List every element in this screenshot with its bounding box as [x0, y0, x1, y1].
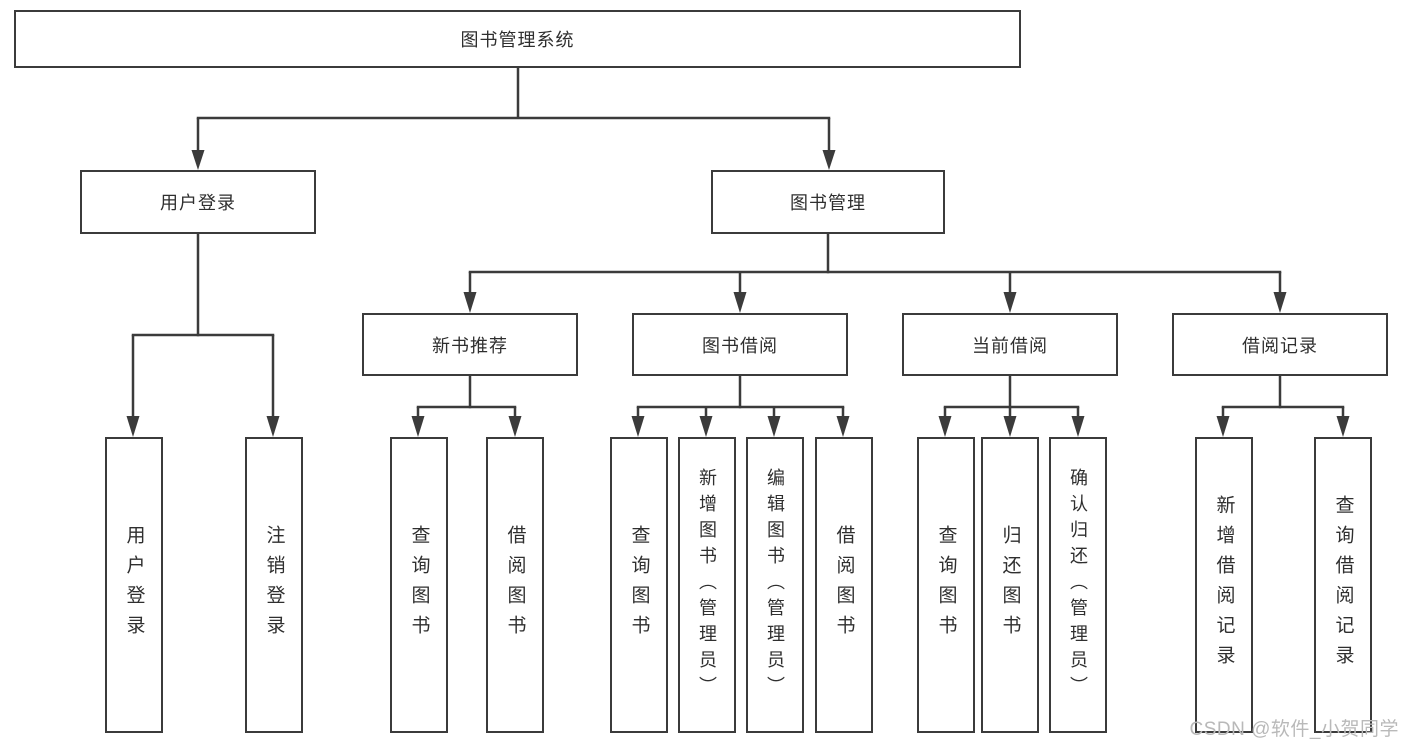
leaf-label: 查询借阅记录	[1332, 495, 1354, 675]
leaf-label: 归还图书	[999, 525, 1021, 645]
node-label: 借阅记录	[1242, 335, 1318, 356]
leaf-label: 用户登录	[123, 525, 145, 645]
leaf-label: 查询图书	[935, 525, 957, 645]
node-user-login: 用户登录	[80, 170, 316, 234]
leaf-return-books: 归还图书	[981, 437, 1039, 733]
leaf-label: 查询图书	[408, 525, 430, 645]
node-book-borrowing: 图书借阅	[632, 313, 848, 376]
node-book-management: 图书管理	[711, 170, 945, 234]
node-label: 新书推荐	[432, 335, 508, 356]
csdn-watermark: CSDN @软件_小贺同学	[1189, 719, 1399, 740]
leaf-label: 查询图书	[628, 525, 650, 645]
leaf-query-books-borrow: 查询图书	[610, 437, 668, 733]
node-label: 用户登录	[160, 193, 236, 213]
leaf-label: 确认归还（管理员）	[1068, 468, 1088, 702]
node-new-book-recommendation: 新书推荐	[362, 313, 578, 376]
node-current-borrowing: 当前借阅	[902, 313, 1118, 376]
leaf-add-borrow-record: 新增借阅记录	[1195, 437, 1253, 733]
node-label: 图书借阅	[702, 335, 778, 356]
node-label: 当前借阅	[972, 335, 1048, 356]
leaf-query-borrow-record: 查询借阅记录	[1314, 437, 1372, 733]
leaf-logout: 注销登录	[245, 437, 303, 733]
node-label: 图书管理	[790, 193, 866, 213]
leaf-label: 新增图书（管理员）	[697, 468, 717, 702]
leaf-query-books-current: 查询图书	[917, 437, 975, 733]
node-borrowing-records: 借阅记录	[1172, 313, 1388, 376]
leaf-borrow-books: 借阅图书	[815, 437, 873, 733]
leaf-confirm-return-admin: 确认归还（管理员）	[1049, 437, 1107, 733]
leaf-edit-book-admin: 编辑图书（管理员）	[746, 437, 804, 733]
node-library-management-system: 图书管理系统	[14, 10, 1021, 68]
leaf-query-books-recommend: 查询图书	[390, 437, 448, 733]
leaf-label: 借阅图书	[833, 525, 855, 645]
leaf-label: 借阅图书	[504, 525, 526, 645]
leaf-label: 注销登录	[263, 525, 285, 645]
node-label: 图书管理系统	[460, 30, 575, 50]
leaf-borrow-books-recommend: 借阅图书	[486, 437, 544, 733]
leaf-add-book-admin: 新增图书（管理员）	[678, 437, 736, 733]
leaf-user-login: 用户登录	[105, 437, 163, 733]
leaf-label: 新增借阅记录	[1213, 495, 1235, 675]
leaf-label: 编辑图书（管理员）	[765, 468, 785, 702]
